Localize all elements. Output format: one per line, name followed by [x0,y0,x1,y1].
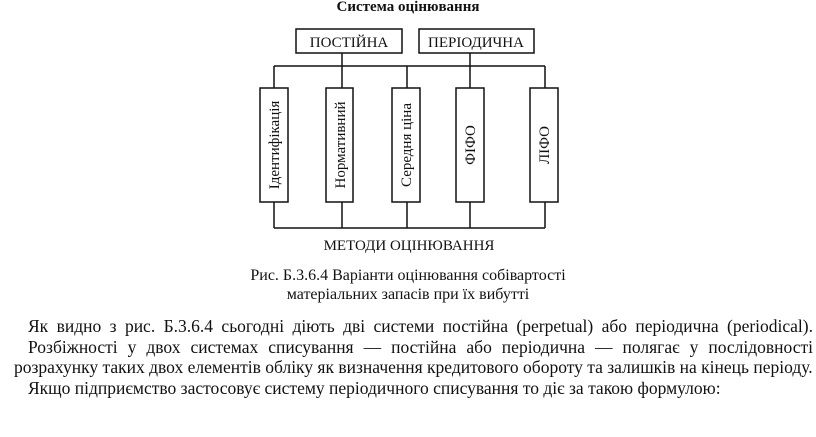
method-average-price: Середня ціна [399,103,415,187]
paragraph: Якщо підприємство застосовує систему пер… [28,377,721,398]
method-fifo: ФІФО [463,125,479,165]
method-normative: Нормативний [333,101,349,188]
method-lifo: ЛІФО [537,126,553,164]
system-box-periodic [418,28,535,54]
figure-caption-line2: матеріальних запасів при їх вибутті [286,286,530,303]
system-perpetual: ПОСТІЙНА [310,34,389,51]
method-boxes [259,66,559,228]
body-text: Як видно з рис. Б.3.6.4 сьогодні діють д… [14,316,813,398]
valuation-diagram: ПОСТІЙНА ПЕРІОДИЧНА Ідентифікація Нормат… [259,28,559,254]
system-box-perpetual [295,28,403,54]
paragraph: Розбіжності у двох системах списування —… [14,336,813,378]
system-periodic: ПЕРІОДИЧНА [428,35,524,51]
method-identification: Ідентифікація [267,101,283,190]
diagram-title: Система оцінювання [336,0,480,15]
methods-label: МЕТОДИ ОЦІНЮВАННЯ [324,238,495,254]
paragraph: Як видно з рис. Б.3.6.4 сьогодні діють д… [28,316,813,336]
figure-caption-line1: Рис. Б.3.6.4 Варіанти оцінювання собівар… [250,267,566,284]
